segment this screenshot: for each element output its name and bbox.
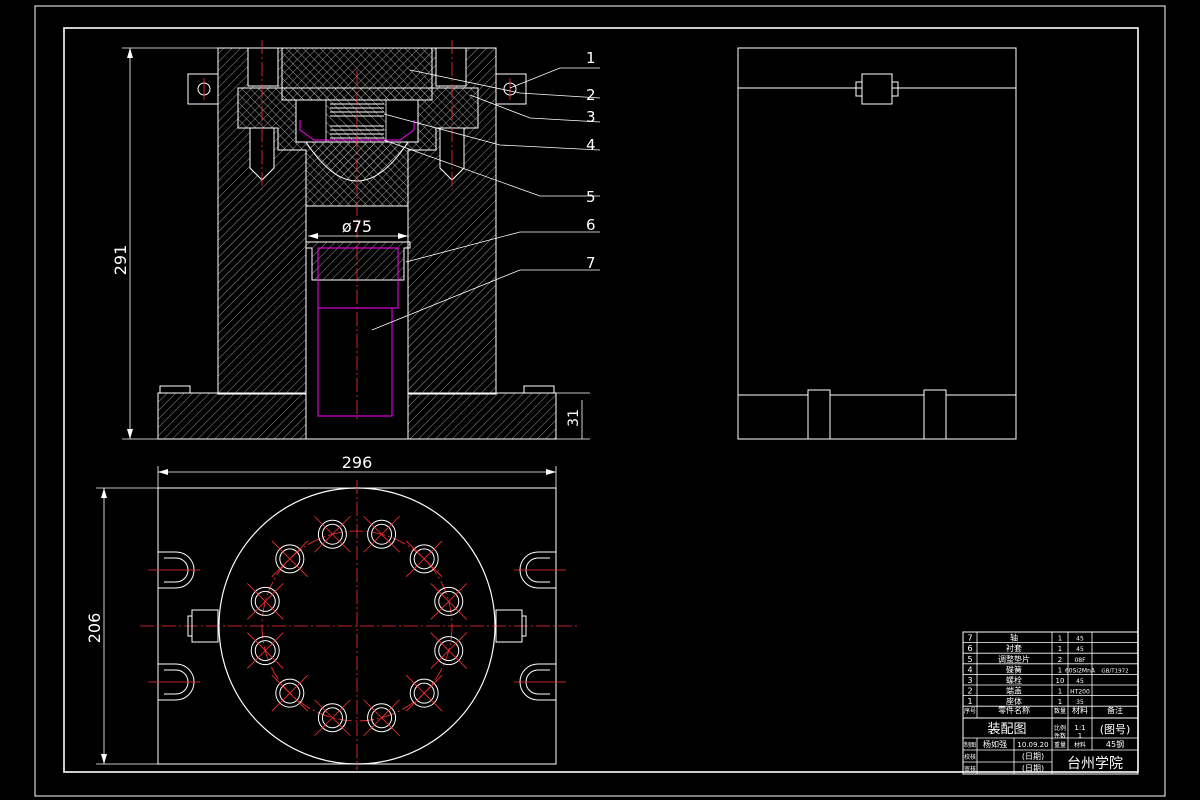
balloon-4: 4: [586, 136, 596, 154]
weight-label: 重量: [1054, 741, 1066, 749]
bolt-hole: [314, 699, 351, 737]
bolt-hole: [363, 515, 400, 553]
balloon-2: 2: [586, 86, 596, 104]
bom-header-qty: 数量: [1054, 707, 1066, 715]
bom-cell: 轴: [1010, 633, 1018, 643]
designer-label: 制图: [964, 741, 976, 749]
date-placeholder-1: (日期): [1022, 752, 1044, 761]
dim-height-text: 291: [111, 245, 130, 276]
bom-cell: 1: [1058, 688, 1062, 696]
side-view: [737, 47, 1017, 440]
balloon-labels: 1 2 3 4 5 6 7: [586, 49, 596, 272]
leaders: [371, 67, 601, 331]
bom-cell: 端盖: [1006, 686, 1022, 696]
bom-cell: 1: [1058, 635, 1062, 643]
sheet-inner-border: [63, 27, 1139, 773]
bom-cell: 2: [1058, 656, 1062, 664]
bom-cell: 08F: [1074, 657, 1086, 664]
bom-cell: 10: [1056, 677, 1065, 685]
bom-cell: 3: [967, 676, 972, 685]
material-value: 45钢: [1106, 739, 1124, 749]
dim-base-text: 31: [566, 409, 582, 427]
bom-cell: 45: [1076, 678, 1084, 685]
material-label: 材料: [1074, 741, 1086, 749]
bolt-hole: [246, 632, 284, 669]
bolt-hole: [246, 583, 284, 620]
bom-cell: 4: [967, 665, 972, 674]
bom-cell: 座体: [1006, 696, 1022, 706]
bolt-hole: [271, 674, 309, 712]
proof-label: 校核: [964, 753, 976, 761]
bolt-hole: [430, 583, 468, 620]
title-block: 装配图 (图号) 1:1 1 45钢 比例 件数 重量 材料 制图 杨如强 10…: [962, 717, 1139, 775]
bom-cell: 1: [1058, 666, 1062, 674]
dimension-height: 291: [111, 47, 218, 440]
bolt-hole: [314, 515, 351, 553]
dim-bore-text: ø75: [342, 217, 372, 236]
bom-cell: 7: [967, 634, 972, 643]
balloon-7: 7: [586, 254, 596, 272]
bom-cell: 2: [967, 687, 972, 696]
dimension-depth: 206: [85, 487, 158, 765]
school-name: 台州学院: [1067, 756, 1123, 772]
bolt-hole: [430, 632, 468, 669]
bom-cell: 45: [1076, 646, 1084, 653]
bom-cell: 1: [1058, 698, 1062, 706]
dim-width-text: 296: [342, 453, 373, 472]
bom-cell: 调整垫片: [998, 654, 1030, 664]
drawing-no-text: (图号): [1100, 723, 1131, 736]
dimension-base: 31: [556, 392, 590, 440]
date-placeholder-2: (日期): [1022, 764, 1044, 773]
bom-cell: 35: [1076, 699, 1084, 706]
check-label: 审核: [964, 765, 976, 773]
dim-depth-text: 206: [85, 613, 104, 644]
designer-name: 杨如强: [983, 739, 1007, 749]
balloon-1: 1: [586, 49, 596, 67]
bom-header-name: 零件名称: [998, 705, 1030, 715]
bom-cell: 1: [1058, 645, 1062, 653]
scale-label: 比例: [1054, 724, 1066, 732]
balloon-3: 3: [586, 108, 596, 126]
bom-header-note: 备注: [1107, 705, 1123, 715]
top-view: [140, 480, 580, 770]
qty-label: 件数: [1054, 732, 1066, 740]
dimension-bore: ø75: [308, 217, 408, 239]
qty-value: 1: [1078, 732, 1082, 740]
sheet-outer-border: [34, 5, 1166, 797]
bom-cell: 6: [967, 644, 972, 653]
bom-cell: 60Si2MnA: [1065, 667, 1096, 674]
bom-cell: GB/T1972: [1101, 668, 1128, 674]
bolt-hole: [405, 674, 443, 712]
bom-cell: 5: [967, 655, 972, 664]
bom-header-material: 材料: [1072, 705, 1088, 715]
design-date: 10.09.20: [1017, 741, 1048, 749]
bom-cell: HT200: [1070, 689, 1090, 696]
bolt-hole: [363, 699, 400, 737]
bolt-hole: [405, 540, 443, 578]
bom-cell: 螺栓: [1006, 675, 1022, 685]
bolt-hole: [271, 540, 309, 578]
dimension-width: 296: [157, 453, 557, 488]
balloon-6: 6: [586, 216, 596, 234]
bom-cell: 衬套: [1006, 643, 1022, 653]
bom-cell: 碟簧: [1006, 664, 1022, 674]
bom-cell: 45: [1076, 636, 1084, 643]
bom-header-no: 序号: [964, 707, 976, 715]
balloon-5: 5: [586, 188, 596, 206]
scale-value: 1:1: [1074, 724, 1085, 732]
front-section-view: [157, 40, 557, 440]
title-text: 装配图: [987, 722, 1026, 737]
bom-cell: 1: [967, 697, 972, 706]
